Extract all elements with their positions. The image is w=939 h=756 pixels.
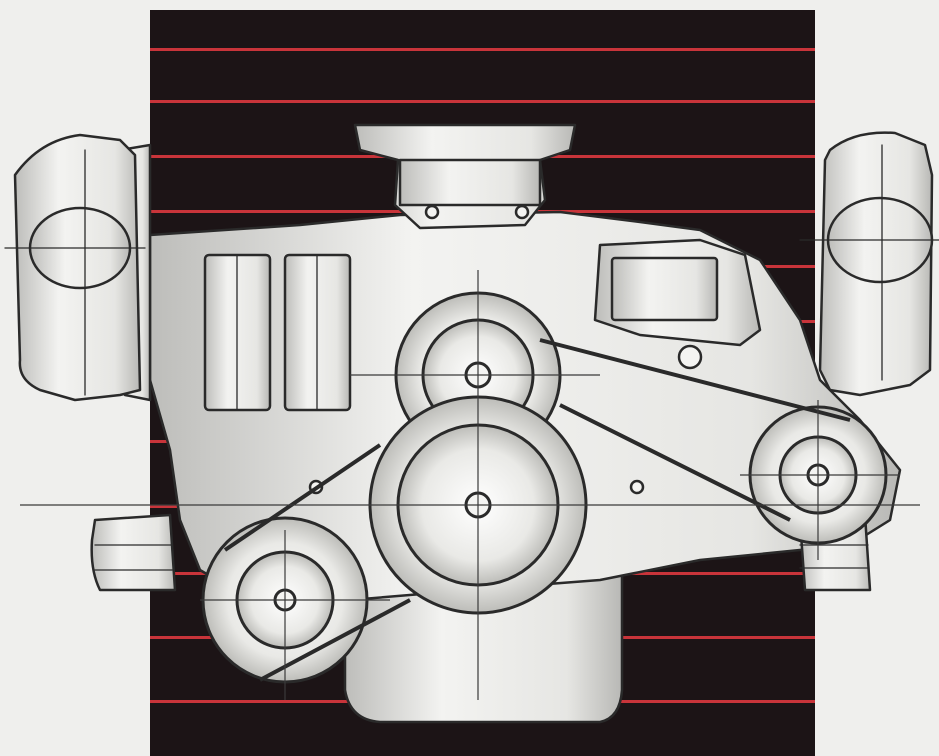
left-motor-mount (90, 513, 177, 592)
upper-belt (539, 338, 851, 522)
oil-pan (343, 558, 624, 724)
stripe-1 (150, 48, 815, 51)
stripe-2 (150, 100, 815, 103)
bolt-holes (308, 204, 703, 495)
right-air-cleaner (799, 131, 939, 397)
left-air-cleaner (4, 133, 146, 402)
outlet-neck (398, 158, 542, 207)
bracket-plate (610, 256, 719, 322)
center-lines (20, 270, 920, 700)
cylinder-sleeves (203, 253, 352, 412)
